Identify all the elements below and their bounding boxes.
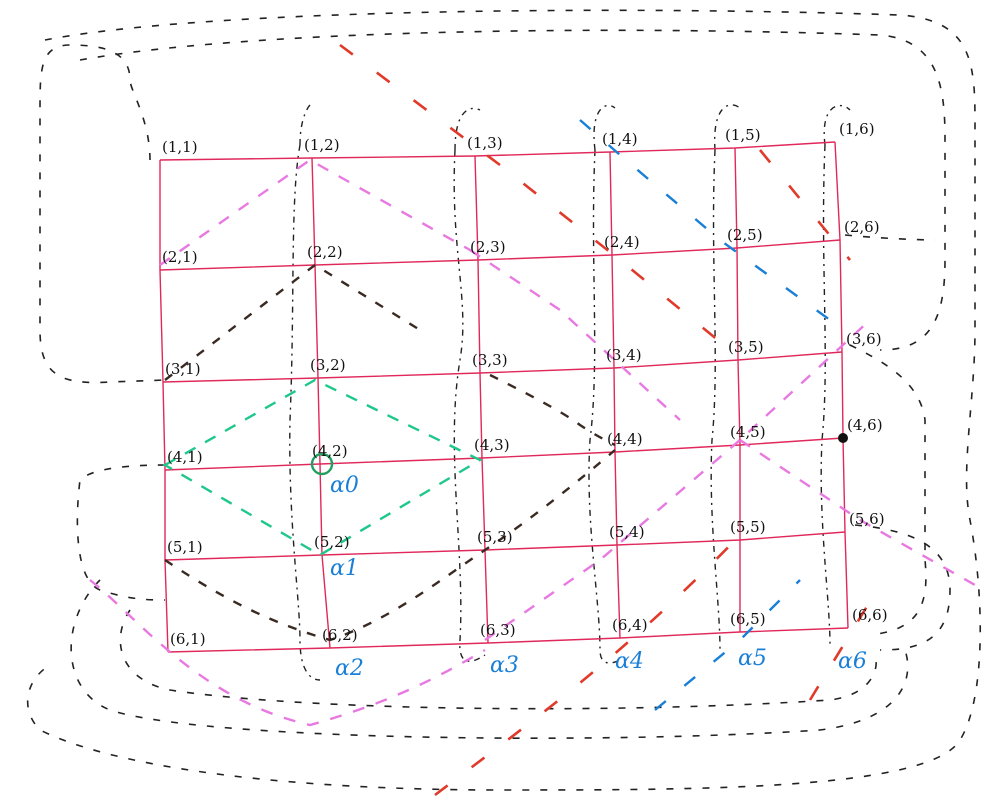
pink-diagonal-1 <box>469 249 681 421</box>
brown-dashed-paths <box>164 263 616 642</box>
node-label-5-2: (5,2) <box>314 533 350 551</box>
column-path-3 <box>453 149 486 662</box>
node-label-1-3: (1,3) <box>467 134 503 152</box>
pink-diagonal-3 <box>739 439 976 587</box>
node-label-4-1: (4,1) <box>167 448 203 466</box>
outer-loop-mid <box>79 29 946 351</box>
node-label-6-6: (6,6) <box>852 606 888 624</box>
origin-marker-alpha0 <box>310 452 334 476</box>
grid-row-line-2 <box>159 239 841 271</box>
column-path-6 <box>820 144 831 646</box>
red-diagonal-long <box>339 43 731 352</box>
pink-diagonal-2 <box>484 319 871 641</box>
node-label-5-4: (5,4) <box>609 523 645 541</box>
node-label-5-6: (5,6) <box>849 510 885 528</box>
alpha-labels: α0 α1 α2 α3 α4 α5 α6 <box>330 473 867 681</box>
column-path-4 <box>588 149 621 664</box>
node-label-6-4: (6,4) <box>612 616 648 634</box>
node-label-2-5: (2,5) <box>727 226 763 244</box>
outer-loop-bottom-1 <box>70 579 909 739</box>
node-label-3-1: (3,1) <box>165 360 201 378</box>
column-top-arc-5 <box>714 104 741 151</box>
column-top-arc-4 <box>593 104 616 151</box>
grid-column-line-5 <box>734 147 741 632</box>
alpha-label-2: α2 <box>335 656 364 681</box>
node-label-2-6: (2,6) <box>844 218 880 236</box>
column-path-2 <box>289 144 321 681</box>
node-label-3-4: (3,4) <box>606 346 642 364</box>
black-dotted-columns <box>289 104 851 681</box>
node-label-6-2: (6,2) <box>322 626 358 644</box>
alpha-label-6: α6 <box>838 649 867 674</box>
node-label-2-4: (2,4) <box>604 233 640 251</box>
node-label-1-4: (1,4) <box>602 130 638 148</box>
pink-bottom-curve <box>89 579 486 727</box>
brown-path-mid <box>489 373 616 447</box>
node-label-5-1: (5,1) <box>167 538 203 556</box>
grid-row-line-3 <box>162 351 843 383</box>
red-dashed-paths <box>339 43 882 797</box>
green-dashed-paths <box>162 378 483 557</box>
node-label-6-5: (6,5) <box>730 610 766 628</box>
node-label-6-1: (6,1) <box>170 630 206 648</box>
alpha-label-4: α4 <box>615 649 644 674</box>
grid-column-line-4 <box>609 151 621 639</box>
red-diagonal-corner <box>808 584 882 701</box>
green-diamond <box>162 378 483 557</box>
node-label-1-6: (1,6) <box>839 120 875 138</box>
node-labels: (1,1) (1,2) (1,3) (1,4) (1,5) (1,6) (2,1) (2,2)… <box>162 120 888 648</box>
node-label-2-2: (2,2) <box>307 243 343 261</box>
node-label-6-3: (6,3) <box>480 621 516 639</box>
node-label-1-1: (1,1) <box>162 138 198 156</box>
pink-dashed-paths <box>89 158 976 727</box>
node-label-3-5: (3,5) <box>728 338 764 356</box>
node-label-2-1: (2,1) <box>162 248 198 266</box>
alpha-label-5: α5 <box>738 646 767 671</box>
grid-column-line-2 <box>311 157 331 649</box>
outer-loop-big <box>26 9 982 791</box>
grid-row-line-5 <box>164 531 846 561</box>
grid-lines <box>159 141 849 653</box>
node-label-4-4: (4,4) <box>607 430 643 448</box>
column-top-arc-6 <box>823 105 851 146</box>
alpha-label-0: α0 <box>330 473 359 498</box>
brown-path-upper <box>164 263 421 381</box>
node-label-3-2: (3,2) <box>310 356 346 374</box>
brown-path-lower <box>164 449 616 642</box>
node-label-4-6: (4,6) <box>847 416 883 434</box>
node-label-1-5: (1,5) <box>725 126 761 144</box>
outer-loop-top <box>39 44 166 384</box>
node-label-4-5: (4,5) <box>730 423 766 441</box>
node-label-5-3: (5,3) <box>477 528 513 546</box>
alpha-label-3: α3 <box>490 653 519 678</box>
node-label-2-3: (2,3) <box>470 238 506 256</box>
blue-dashed-paths <box>579 119 831 711</box>
column-top-arc-2 <box>299 104 311 146</box>
grid-column-line-1 <box>159 160 169 653</box>
node-marker-4-6 <box>838 433 848 443</box>
black-dashed-loops <box>26 9 982 791</box>
grid-row-line-4 <box>164 437 844 471</box>
column-path-5 <box>710 149 721 651</box>
grid-row-line-1 <box>159 141 836 161</box>
node-label-1-2: (1,2) <box>304 136 340 154</box>
red-diagonal-bottom <box>434 534 741 797</box>
grid-column-line-3 <box>474 155 489 644</box>
outer-loop-lower <box>76 464 166 601</box>
right-loop-1 <box>849 344 927 636</box>
blue-diagonal-top <box>579 119 831 321</box>
node-label-4-2: (4,2) <box>312 442 348 460</box>
grid-row-line-6 <box>167 627 849 653</box>
right-loop-2 <box>854 524 951 651</box>
blue-diagonal-bottom <box>654 579 801 711</box>
node-label-5-5: (5,5) <box>730 518 766 536</box>
column-top-arc-3 <box>454 107 481 151</box>
node-label-3-3: (3,3) <box>472 351 508 369</box>
alpha-label-1: α1 <box>330 556 359 581</box>
node-label-3-6: (3,6) <box>846 330 882 348</box>
node-label-4-3: (4,3) <box>474 436 510 454</box>
grid-column-line-6 <box>834 141 849 629</box>
